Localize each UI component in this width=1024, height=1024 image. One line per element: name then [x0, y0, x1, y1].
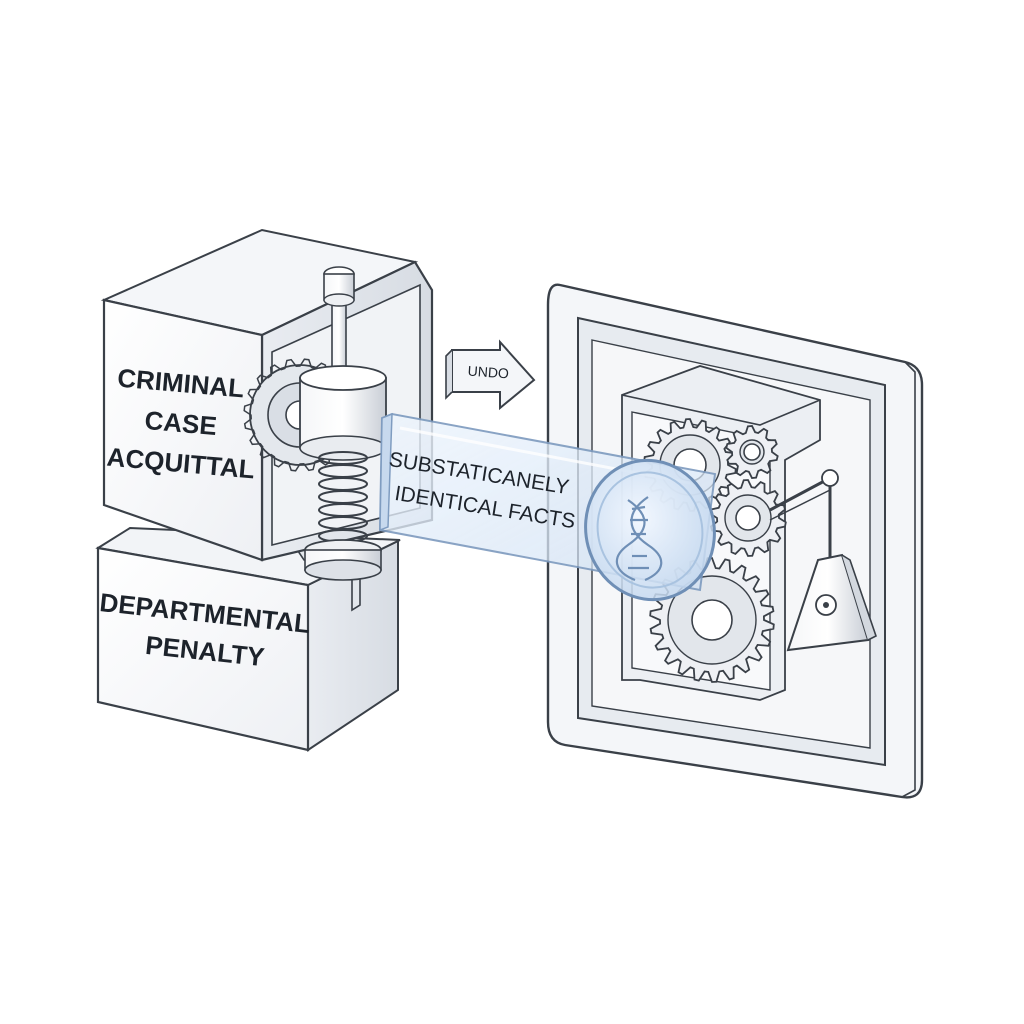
spring-piston-icon — [299, 266, 387, 581]
undo-arrow: UNDO — [445, 339, 536, 411]
departmental-penalty-block: DEPARTMENTAL PENALTY — [95, 526, 401, 752]
gear-icon — [709, 479, 787, 557]
dna-icon — [615, 496, 663, 582]
magnifier-lens — [584, 458, 716, 602]
lever-icon — [769, 469, 877, 652]
undo-label: UNDO — [467, 363, 509, 382]
criminal-label-line2: CASE — [143, 405, 218, 441]
gear-icon — [725, 425, 779, 479]
